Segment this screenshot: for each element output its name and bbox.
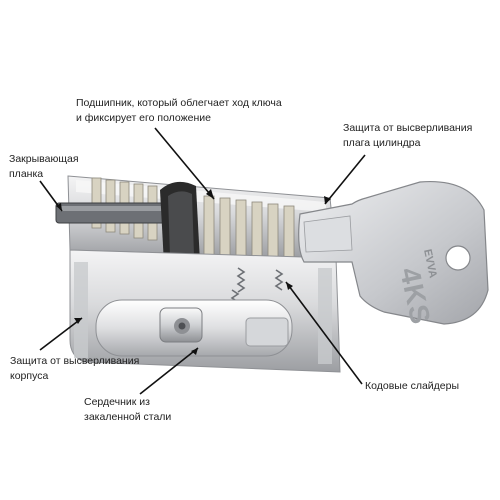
label-drill-body-line2: корпуса <box>10 370 49 382</box>
leader-drill-plate <box>324 154 366 205</box>
leader-sliders <box>285 281 363 385</box>
leader-drill-body <box>39 317 83 351</box>
leader-lines <box>39 127 366 395</box>
label-drill-plate-line2: плага цилиндра <box>343 137 421 149</box>
leader-arrows <box>56 189 331 355</box>
leader-core <box>139 347 199 395</box>
label-bearing-line2: и фиксирует его положение <box>76 112 212 124</box>
label-hardened-core: Сердечник из закаленной стали <box>84 395 171 425</box>
label-lock-strip-line2: планка <box>9 168 44 180</box>
label-bearing: Подшипник, который облегчает ход ключа и… <box>76 96 282 126</box>
label-lock-strip-line1: Закрывающая <box>9 153 79 165</box>
label-drill-protection-plug: Защита от высверливания плага цилиндра <box>343 121 472 151</box>
hardened-core <box>95 299 293 357</box>
label-bearing-line1: Подшипник, который облегчает ход ключа <box>76 97 282 109</box>
label-drill-body-line1: Защита от высверливания <box>10 355 140 367</box>
label-core-line1: Сердечник из <box>84 396 150 408</box>
leader-bearing <box>154 127 215 200</box>
key-engraving-brand: EVVA <box>421 248 439 279</box>
label-code-sliders: Кодовые слайдеры <box>365 379 459 394</box>
label-drill-plate-line1: Защита от высверливания <box>343 122 473 134</box>
label-locking-strip: Закрывающая планка <box>9 152 79 182</box>
locking-strip <box>55 202 175 224</box>
label-core-line2: закаленной стали <box>84 411 172 423</box>
label-sliders-line1: Кодовые слайдеры <box>365 380 460 392</box>
label-drill-protection-body: Защита от высверливания корпуса <box>10 354 139 384</box>
